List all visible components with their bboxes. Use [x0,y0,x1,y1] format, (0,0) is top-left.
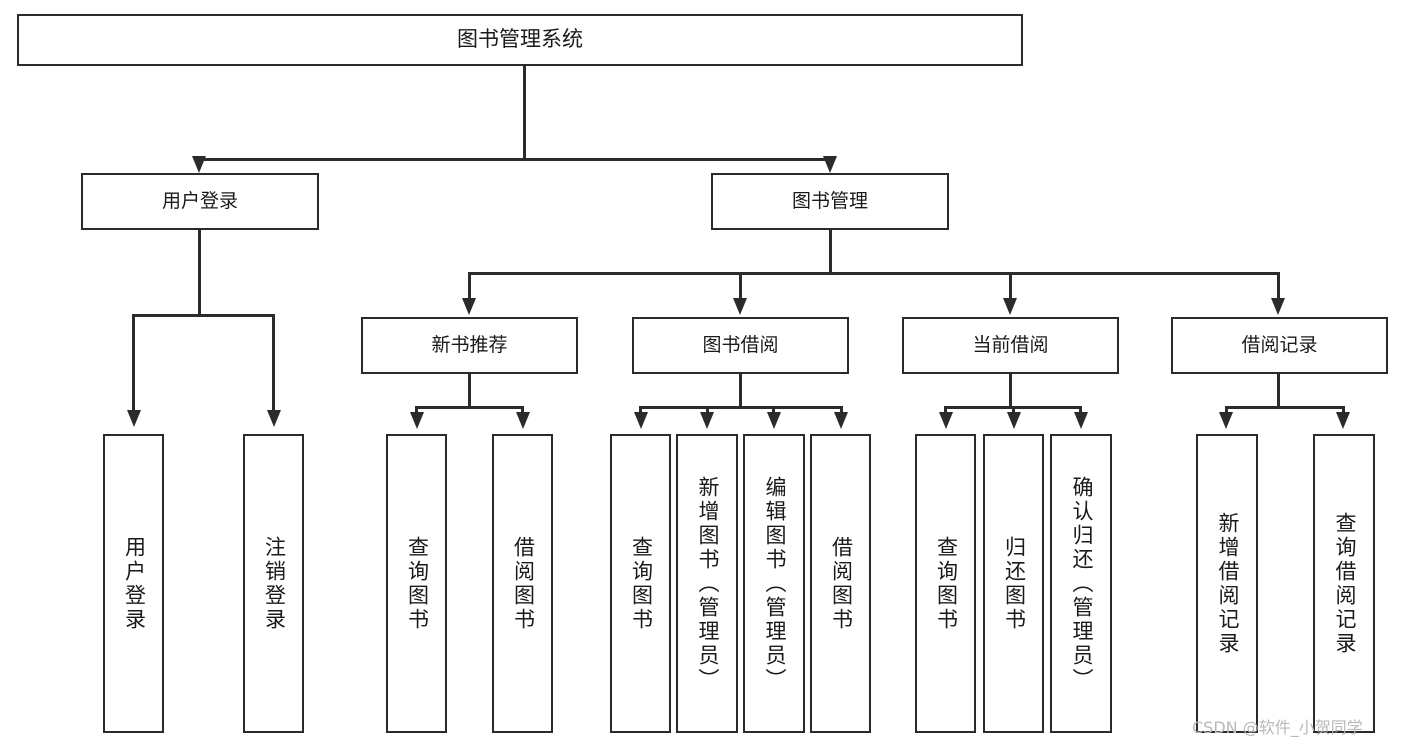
node-label: 新增图书（管理员） [696,475,720,692]
node-label: 编辑图书（管理员） [763,475,787,692]
node-label: 借阅图书 [829,535,853,632]
node-label: 新书推荐 [431,334,508,356]
leaf-current-return-book[interactable]: 归还图书 [983,434,1044,733]
node-borrow-record[interactable]: 借阅记录 [1171,317,1388,374]
node-user-login[interactable]: 用户登录 [81,173,319,230]
arrow-to-current-borrow [1003,298,1017,315]
node-label: 用户登录 [122,535,146,632]
node-label: 查询图书 [934,535,958,632]
leaf-user-login[interactable]: 用户登录 [103,434,164,733]
arrow-to-user-login [192,156,206,173]
node-label: 归还图书 [1002,535,1026,632]
node-label: 查询借阅记录 [1333,511,1357,656]
node-label: 图书管理系统 [457,27,583,51]
arrow-leaf-current-return [1007,412,1021,429]
arrow-leaf-borrow-edit [767,412,781,429]
node-label: 注销登录 [262,535,286,632]
connector-current-trunk [1009,374,1012,408]
connector-user-login-drop-1 [132,314,135,414]
leaf-record-add-record[interactable]: 新增借阅记录 [1196,434,1258,733]
connector-newrec-bar [416,406,522,409]
arrow-to-book-borrow [733,298,747,315]
leaf-borrow-query-book[interactable]: 查询图书 [610,434,671,733]
connector-book-manage-bar [469,272,1279,275]
leaf-newrec-borrow-book[interactable]: 借阅图书 [492,434,553,733]
connector-borrow-bar [640,406,841,409]
arrow-to-book-manage [823,156,837,173]
leaf-logout[interactable]: 注销登录 [243,434,304,733]
connector-user-login-bar [133,314,273,317]
connector-root-bar [199,158,831,161]
node-root-system[interactable]: 图书管理系统 [17,14,1023,66]
node-label: 确认归还（管理员） [1070,475,1094,692]
arrow-leaf-newrec-query [410,412,424,429]
arrow-leaf-borrow-query [634,412,648,429]
node-new-book-recommend[interactable]: 新书推荐 [361,317,578,374]
node-label: 用户登录 [161,190,238,212]
node-book-borrow[interactable]: 图书借阅 [632,317,849,374]
connector-drop-record [1277,272,1280,302]
arrow-to-new-book-recommend [462,298,476,315]
node-label: 借阅记录 [1241,334,1318,356]
connector-drop-current [1009,272,1012,302]
arrow-leaf-record-query [1336,412,1350,429]
leaf-current-confirm-return-admin[interactable]: 确认归还（管理员） [1050,434,1112,733]
arrow-leaf-current-confirm [1074,412,1088,429]
leaf-current-query-book[interactable]: 查询图书 [915,434,976,733]
node-label: 查询图书 [405,535,429,632]
node-label: 图书管理 [791,190,868,212]
connector-drop-borrow [739,272,742,302]
leaf-borrow-edit-book-admin[interactable]: 编辑图书（管理员） [743,434,805,733]
connector-user-login-trunk [198,230,201,316]
connector-root-trunk [523,66,526,160]
connector-record-trunk [1277,374,1280,408]
connector-book-manage-trunk [829,230,832,274]
arrow-leaf-record-add [1219,412,1233,429]
connector-newrec-trunk [468,374,471,408]
arrow-leaf-user-login [127,410,141,427]
leaf-newrec-query-book[interactable]: 查询图书 [386,434,447,733]
arrow-leaf-borrow-add [700,412,714,429]
node-book-management[interactable]: 图书管理 [711,173,949,230]
leaf-borrow-add-book-admin[interactable]: 新增图书（管理员） [676,434,738,733]
node-current-borrow[interactable]: 当前借阅 [902,317,1119,374]
connector-record-bar [1226,406,1343,409]
connector-drop-newrec [468,272,471,302]
node-label: 当前借阅 [972,334,1049,356]
node-label: 借阅图书 [511,535,535,632]
csdn-watermark: CSDN @软件_小贺同学 [1192,718,1363,737]
arrow-leaf-current-query [939,412,953,429]
arrow-to-borrow-record [1271,298,1285,315]
connector-borrow-trunk [739,374,742,408]
arrow-leaf-borrow-lend [834,412,848,429]
node-label: 新增借阅记录 [1216,511,1240,656]
connector-user-login-drop-2 [272,314,275,414]
leaf-borrow-lend-book[interactable]: 借阅图书 [810,434,871,733]
leaf-record-query-record[interactable]: 查询借阅记录 [1313,434,1375,733]
arrow-leaf-newrec-borrow [516,412,530,429]
node-label: 查询图书 [629,535,653,632]
arrow-leaf-logout [267,410,281,427]
node-label: 图书借阅 [702,334,779,356]
